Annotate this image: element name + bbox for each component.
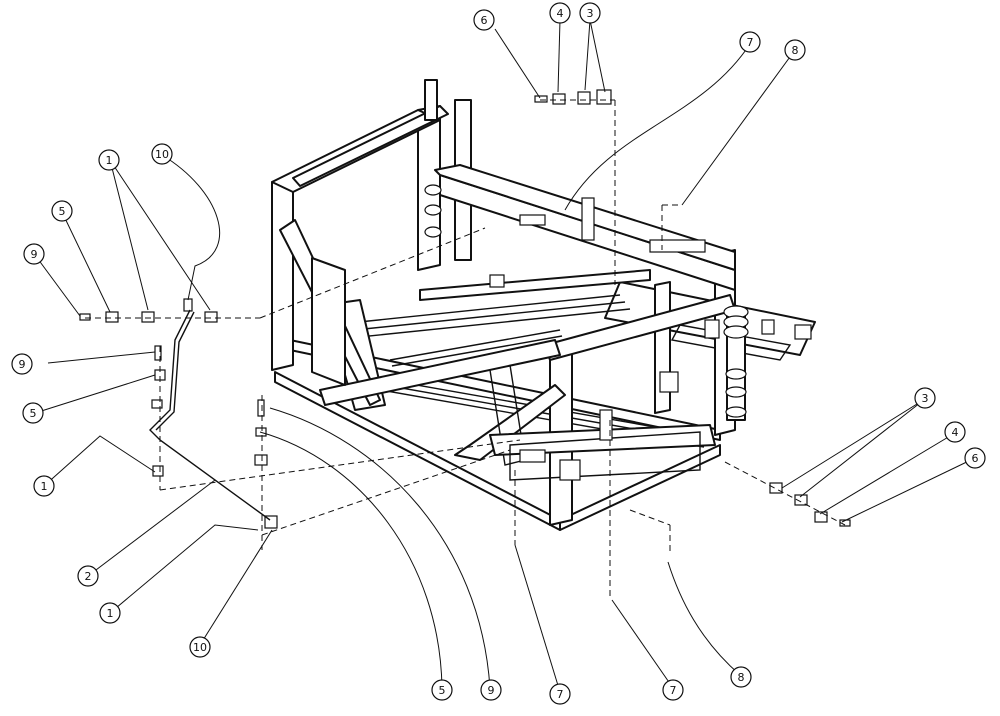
item-balloon-label: 2 [85, 570, 92, 583]
item-balloon-label: 7 [747, 36, 754, 49]
item-balloon-9: 9 [23, 243, 45, 265]
item-balloon-10: 10 [151, 143, 173, 165]
spring-stack [723, 305, 749, 421]
item-balloon-label: 10 [155, 148, 169, 161]
item-balloon-9: 9 [480, 679, 502, 701]
item-balloon-8: 8 [784, 39, 806, 61]
item-balloon-6: 6 [964, 447, 986, 469]
item-balloon-label: 5 [59, 205, 66, 218]
item-balloon-label: 1 [41, 480, 48, 493]
item-balloon-label: 9 [19, 358, 26, 371]
assembly-centerlines [85, 99, 846, 600]
item-balloon-label: 8 [738, 671, 745, 684]
item-balloon-3: 3 [914, 387, 936, 409]
item-balloon-label: 6 [972, 452, 979, 465]
item-balloon-2: 2 [77, 565, 99, 587]
item-balloon-label: 6 [481, 14, 488, 27]
item-balloon-1: 1 [99, 602, 121, 624]
item-balloon-label: 3 [922, 392, 929, 405]
item-balloon-label: 5 [30, 407, 37, 420]
item-balloon-8: 8 [730, 666, 752, 688]
item-balloon-7: 7 [739, 31, 761, 53]
item-balloon-label: 7 [670, 684, 677, 697]
item-balloon-4: 4 [944, 421, 966, 443]
item-balloon-6: 6 [473, 9, 495, 31]
left-hardware [79, 298, 278, 529]
frame-assembly [271, 79, 816, 531]
item-balloon-label: 10 [193, 641, 207, 654]
item-balloon-7: 7 [662, 679, 684, 701]
item-balloon-5: 5 [431, 679, 453, 701]
item-balloon-3: 3 [579, 2, 601, 24]
item-balloon-label: 7 [557, 688, 564, 701]
item-balloon-label: 8 [792, 44, 799, 57]
item-balloon-9: 9 [11, 353, 33, 375]
item-balloon-label: 4 [952, 426, 959, 439]
leader-lines [34, 19, 976, 693]
item-balloon-5: 5 [51, 200, 73, 222]
item-balloon-label: 1 [106, 154, 113, 167]
item-balloon-label: 5 [439, 684, 446, 697]
item-balloon-label: 9 [488, 684, 495, 697]
item-balloon-1: 1 [33, 475, 55, 497]
item-balloon-1: 1 [98, 149, 120, 171]
item-balloon-5: 5 [22, 402, 44, 424]
item-balloon-label: 1 [107, 607, 114, 620]
item-balloon-label: 4 [557, 7, 564, 20]
item-balloon-7: 7 [549, 683, 571, 705]
item-balloon-10: 10 [189, 636, 211, 658]
item-balloon-4: 4 [549, 2, 571, 24]
item-balloon-label: 3 [587, 7, 594, 20]
item-balloon-label: 9 [31, 248, 38, 261]
